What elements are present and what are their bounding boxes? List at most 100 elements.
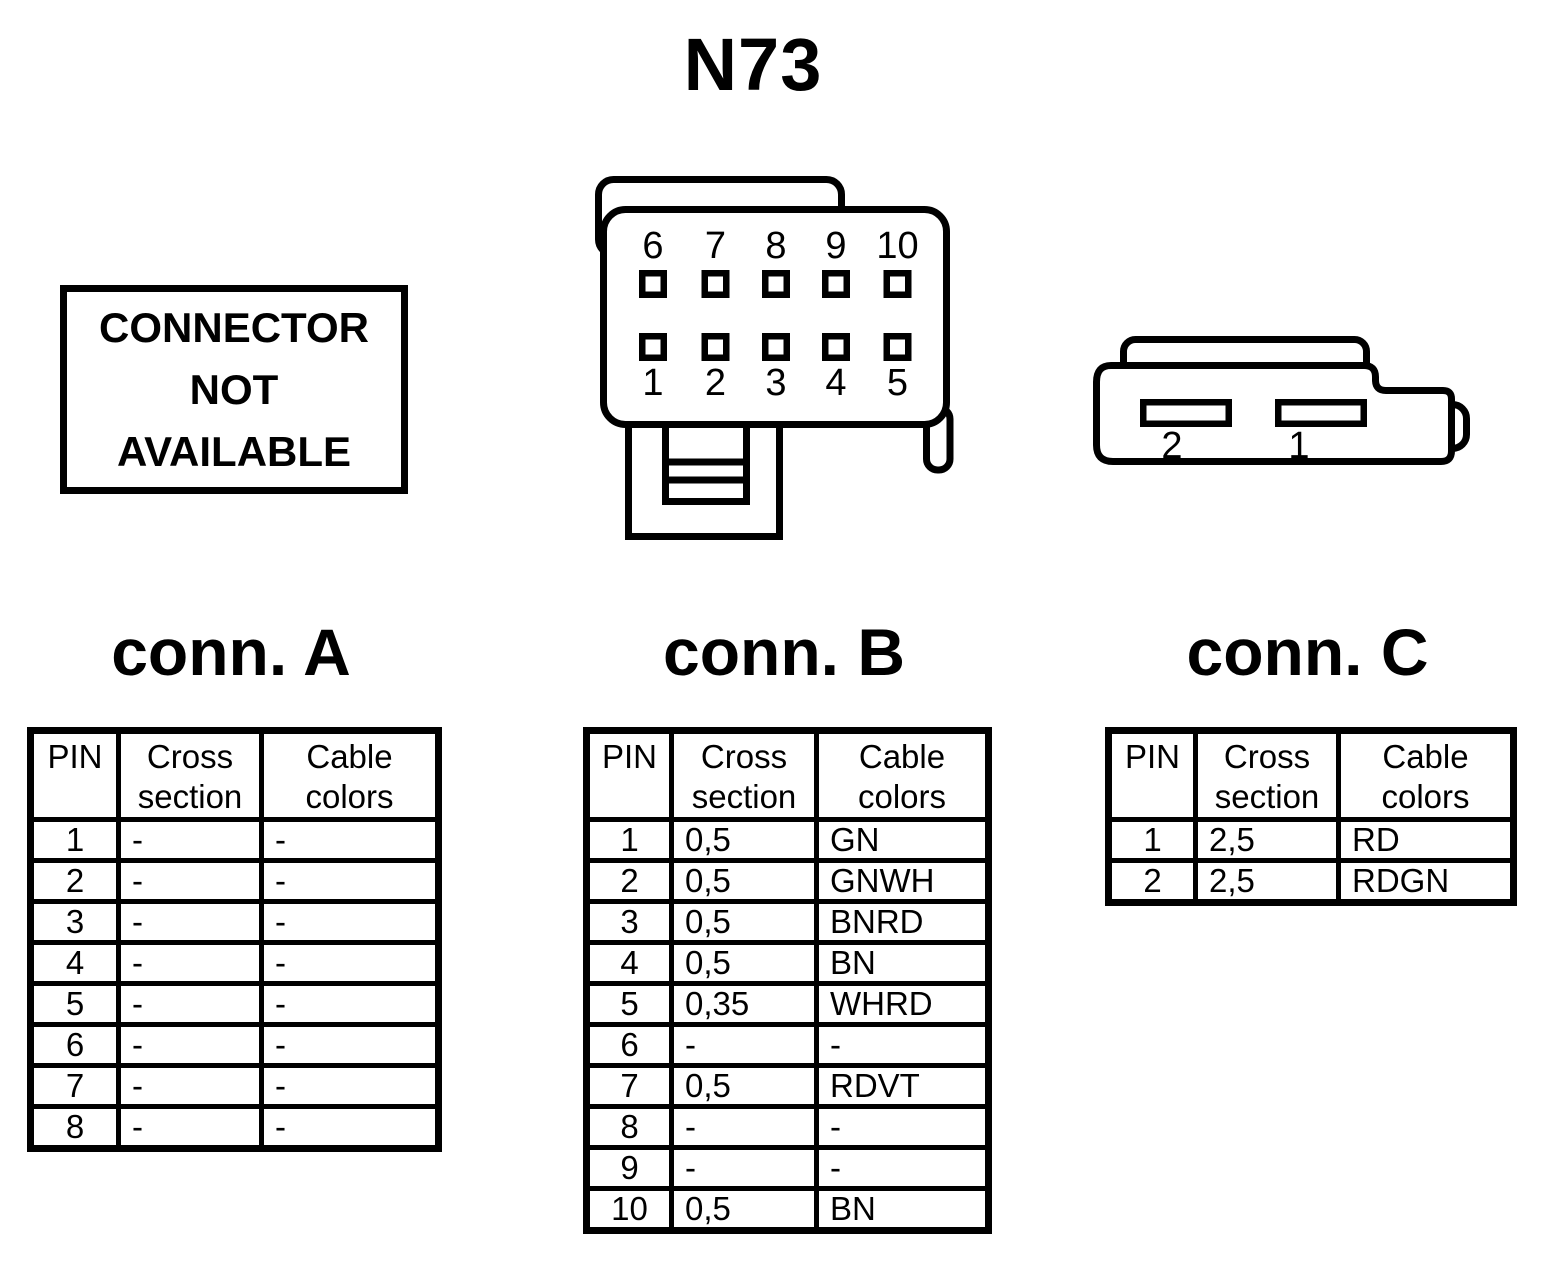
connector-body [600,206,950,428]
pin-cell: 4 [28,940,121,986]
pin-cell: 3 [28,899,121,945]
connector-2pin-drawing: 2 1 [1093,336,1470,467]
cross-section-cell: 0,5 [669,940,819,986]
not-available-line: NOT [189,365,279,413]
table-row: 6-- [28,1022,441,1068]
pin-cell: 1 [584,817,674,863]
pin-cavity-8 [762,270,790,298]
header-row: PIN Cross section Cable colors [1106,728,1516,822]
cable-color-cell: - [814,1022,991,1068]
slot-label-2: 2 [1161,425,1182,467]
pin-cell: 7 [28,1063,121,1109]
cross-section-cell: - [116,1104,264,1151]
cross-section-column-header: Cross section [1193,728,1341,822]
cross-section-cell: 2,5 [1193,817,1341,863]
cross-section-cell: - [116,817,264,863]
cross-section-cell: - [116,899,264,945]
pin-cell: 1 [28,817,121,863]
cable-color-cell: - [259,858,441,904]
cross-section-cell: - [669,1145,819,1191]
pin-cavity-7 [701,270,730,298]
page-title: N73 [683,23,823,106]
table-row: 7-- [28,1063,441,1109]
pin-cell: 10 [584,1186,674,1233]
pin-label-4: 4 [825,362,846,404]
pin-label-1: 1 [642,362,663,404]
pin-table-conn-a: PIN Cross section Cable colors 1--2--3--… [27,727,442,1152]
pin-cell: 3 [584,899,674,945]
pin-label-10: 10 [876,225,918,267]
cable-color-cell: BNRD [814,899,991,945]
pin-label-2: 2 [705,362,726,404]
cross-section-cell: - [116,1063,264,1109]
cable-color-cell: GN [814,817,991,863]
pin-cell: 2 [28,858,121,904]
pin-cell: 9 [584,1145,674,1191]
pin-label-5: 5 [887,362,908,404]
cable-color-cell: GNWH [814,858,991,904]
pin-cavity-4 [822,333,850,361]
connector-body [1093,362,1455,465]
cable-colors-column-header: Cable colors [259,728,441,822]
pin-cell: 4 [584,940,674,986]
table-row: 8-- [584,1104,991,1150]
pin-column-header: PIN [1106,728,1198,822]
cable-colors-column-header: Cable colors [814,728,991,822]
cross-section-cell: - [669,1022,819,1068]
section-title-conn-a: conn. A [111,615,351,689]
cable-color-cell: WHRD [814,981,991,1027]
cable-color-cell: RDVT [814,1063,991,1109]
cross-section-cell: - [669,1104,819,1150]
terminal-slot-2 [1140,399,1232,427]
slot-label-1: 1 [1288,425,1309,467]
cable-color-cell: - [259,1063,441,1109]
connector-10pin-drawing: 6 7 8 9 10 1 2 3 4 5 [595,176,954,540]
cable-color-cell: - [259,817,441,863]
pin-cell: 2 [584,858,674,904]
cross-section-cell: 2,5 [1193,858,1341,905]
not-available-line: CONNECTOR [99,303,369,351]
cable-color-cell: - [259,1022,441,1068]
cross-section-cell: - [116,940,264,986]
pin-label-3: 3 [765,362,786,404]
cable-color-cell: BN [814,940,991,986]
pin-cavity-3 [762,333,790,361]
terminal-slot-1 [1275,399,1367,427]
pin-cavity-1 [639,333,667,361]
pin-label-8: 8 [765,225,786,267]
cable-color-cell: - [259,899,441,945]
not-available-line: AVAILABLE [116,427,352,475]
cross-section-cell: 0,35 [669,981,819,1027]
cross-section-cell: 0,5 [669,1063,819,1109]
pin-column-header: PIN [584,728,674,822]
pin-cell: 5 [584,981,674,1027]
cross-section-column-header: Cross section [116,728,264,822]
cable-color-cell: BN [814,1186,991,1233]
cable-color-cell: - [259,981,441,1027]
table-row: 6-- [584,1022,991,1068]
pin-cavity-10 [883,270,912,298]
table-row: 9-- [584,1145,991,1191]
pin-label-9: 9 [825,225,846,267]
pin-cavity-2 [701,333,730,361]
pin-cell: 1 [1106,817,1198,863]
cable-color-cell: - [814,1104,991,1150]
pin-cell: 8 [584,1104,674,1150]
table-row: 1-- [28,817,441,863]
pin-cell: 5 [28,981,121,1027]
pin-cell: 8 [28,1104,121,1151]
cross-section-cell: 0,5 [669,817,819,863]
cable-color-cell: - [259,1104,441,1151]
cable-color-cell: RD [1336,817,1516,863]
cable-colors-column-header: Cable colors [1336,728,1516,822]
pin-cavity-6 [639,270,667,298]
connector-not-available-box: CONNECTOR NOT AVAILABLE [60,285,408,494]
